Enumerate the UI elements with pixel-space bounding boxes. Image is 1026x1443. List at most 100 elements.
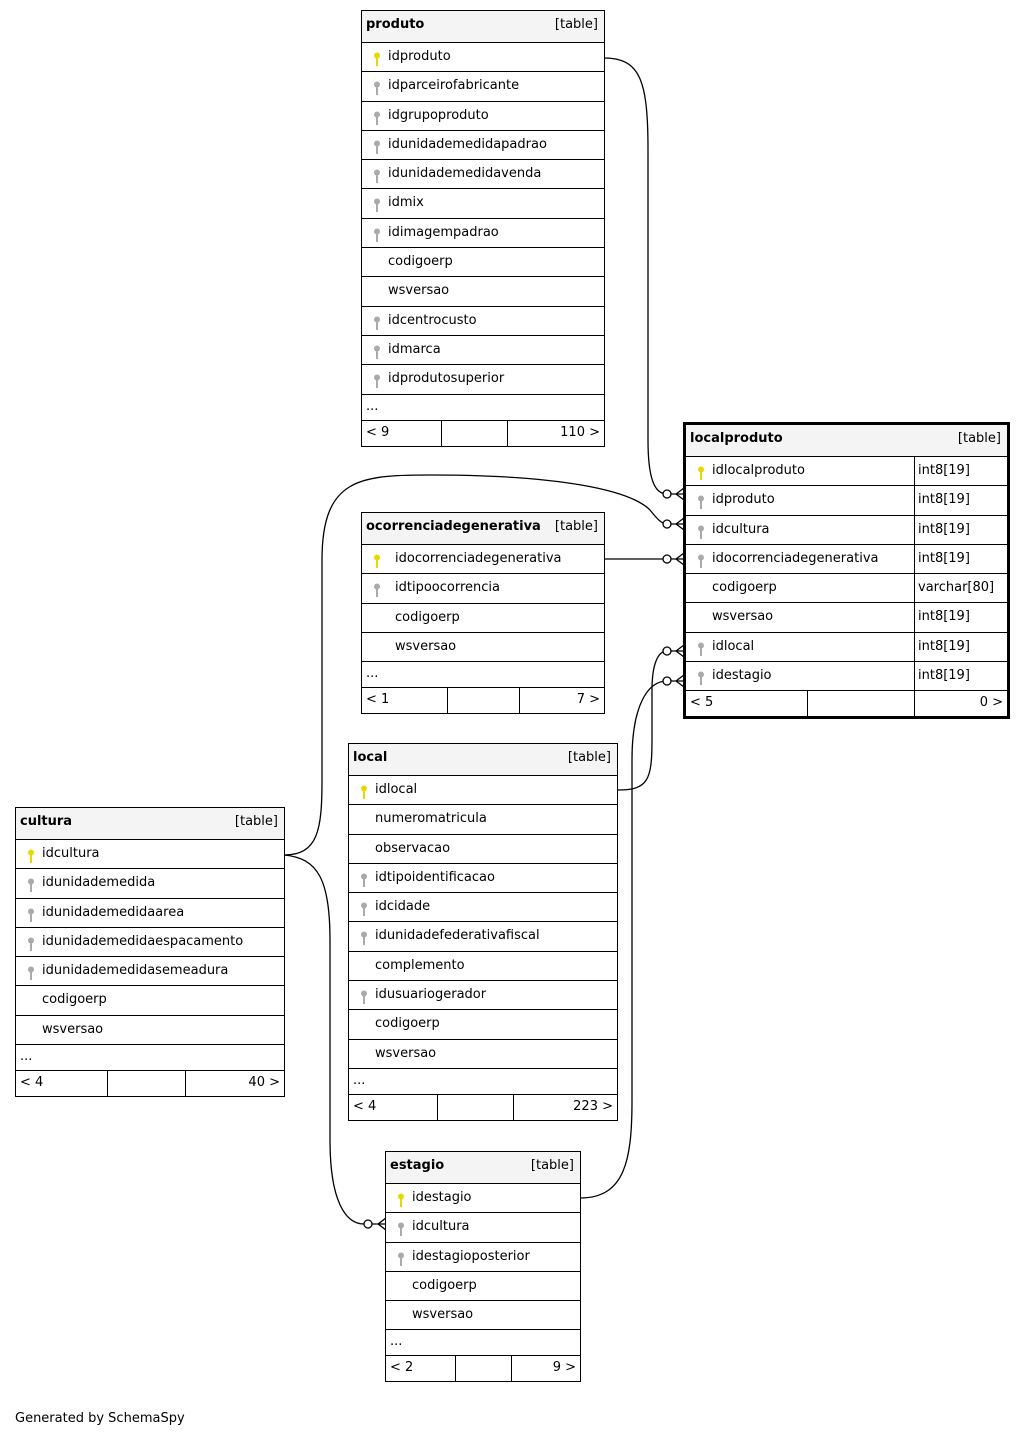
- column-row-idlocal[interactable]: idlocal int8[19]: [686, 632, 1007, 663]
- column-name: idprodutosuperior: [388, 371, 505, 387]
- table-name: produto: [366, 17, 425, 32]
- column-name: codigoerp: [375, 1016, 440, 1032]
- column-row-codigoerp[interactable]: codigoerp: [362, 604, 604, 633]
- column-row-numeromatricula[interactable]: numeromatricula: [349, 805, 617, 835]
- table-footer: < 4 40 >: [16, 1071, 284, 1097]
- child-count[interactable]: 40 >: [248, 1075, 280, 1091]
- edge-ocorrencia-localproduto: [605, 552, 685, 566]
- more-columns[interactable]: ...: [362, 395, 604, 421]
- column-row-wsversao[interactable]: wsversao: [386, 1301, 580, 1331]
- column-row-idocorrenciadegenerativa[interactable]: idocorrenciadegenerativa: [362, 545, 604, 575]
- column-name: idlocal: [712, 638, 755, 654]
- column-name: codigoerp: [395, 609, 460, 625]
- column-row-idmarca[interactable]: idmarca: [362, 336, 604, 366]
- foreign-key-icon: [373, 226, 381, 242]
- column-row-wsversao[interactable]: wsversao: [362, 277, 604, 307]
- row-count: [448, 688, 520, 714]
- column-row-idcidade[interactable]: idcidade: [349, 893, 617, 923]
- column-name: idusuariogerador: [375, 987, 487, 1003]
- child-count[interactable]: 110 >: [560, 424, 600, 440]
- column-row-idcultura[interactable]: idcultura: [386, 1213, 580, 1243]
- column-row-idunidademedidaespacamento[interactable]: idunidademedidaespacamento: [16, 928, 284, 958]
- child-count[interactable]: 7 >: [576, 692, 600, 708]
- column-row-idunidademedidavenda[interactable]: idunidademedidavenda: [362, 160, 604, 190]
- child-count[interactable]: 0 >: [979, 695, 1003, 711]
- column-row-idlocal[interactable]: idlocal: [349, 776, 617, 806]
- column-name: idcultura: [712, 521, 770, 537]
- column-row-idcultura[interactable]: idcultura: [16, 840, 284, 870]
- more-columns[interactable]: ...: [362, 662, 604, 689]
- edge-produto-localproduto: [603, 57, 685, 501]
- parent-count[interactable]: < 4: [16, 1071, 108, 1097]
- column-row-idunidademedidasemeadura[interactable]: idunidademedidasemeadura: [16, 957, 284, 987]
- parent-count[interactable]: < 4: [349, 1094, 438, 1120]
- child-count[interactable]: 9 >: [552, 1360, 576, 1376]
- table-name: estagio: [390, 1158, 445, 1173]
- column-row-codigoerp[interactable]: codigoerp: [362, 248, 604, 278]
- table-header: local [table]: [349, 744, 617, 776]
- column-row-complemento[interactable]: complemento: [349, 952, 617, 982]
- column-row-wsversao[interactable]: wsversao: [16, 1016, 284, 1046]
- column-row-codigoerp[interactable]: codigoerp: [386, 1272, 580, 1302]
- column-row-idunidademedida[interactable]: idunidademedida: [16, 869, 284, 899]
- column-row-idproduto[interactable]: idproduto: [362, 43, 604, 73]
- more-columns[interactable]: ...: [386, 1330, 580, 1357]
- column-row-wsversao[interactable]: wsversao: [349, 1040, 617, 1069]
- parent-count[interactable]: < 5: [686, 691, 808, 717]
- column-row-idunidademedidaarea[interactable]: idunidademedidaarea: [16, 899, 284, 928]
- column-row-idprodutosuperior[interactable]: idprodutosuperior: [362, 365, 604, 395]
- child-count[interactable]: 223 >: [573, 1098, 613, 1114]
- column-row-idcentrocusto[interactable]: idcentrocusto: [362, 307, 604, 336]
- table-name: local: [353, 750, 388, 765]
- column-type: int8[19]: [914, 632, 1001, 662]
- column-name: idestagio: [712, 668, 772, 684]
- more-columns[interactable]: ...: [16, 1045, 284, 1072]
- parent-count[interactable]: < 2: [386, 1356, 456, 1382]
- column-row-idmix[interactable]: idmix: [362, 189, 604, 219]
- column-row-observacao[interactable]: observacao: [349, 835, 617, 864]
- column-row-idusuariogerador[interactable]: idusuariogerador: [349, 981, 617, 1011]
- row-count: [808, 691, 915, 717]
- row-count: [442, 420, 508, 446]
- primary-key-icon: [373, 552, 381, 568]
- column-row-idunidadefederativafiscal[interactable]: idunidadefederativafiscal: [349, 922, 617, 952]
- generated-by-label: Generated by SchemaSpy: [15, 1411, 185, 1426]
- primary-key-icon: [697, 464, 705, 480]
- edge-cultura-localproduto: [283, 474, 685, 856]
- column-row-codigoerp[interactable]: codigoerp: [16, 986, 284, 1016]
- column-row-idestagioposterior[interactable]: idestagioposterior: [386, 1243, 580, 1272]
- table-ocorrenciadegenerativa[interactable]: ocorrenciadegenerativa[table]idocorrenci…: [361, 512, 605, 715]
- column-row-idunidademedidapadrao[interactable]: idunidademedidapadrao: [362, 131, 604, 161]
- parent-count[interactable]: < 9: [362, 420, 442, 446]
- column-row-codigoerp[interactable]: codigoerp: [349, 1010, 617, 1040]
- parent-count[interactable]: < 1: [362, 688, 448, 714]
- column-row-idparceirofabricante[interactable]: idparceirofabricante: [362, 72, 604, 102]
- column-row-idgrupoproduto[interactable]: idgrupoproduto: [362, 102, 604, 131]
- column-row-idtipoocorrencia[interactable]: idtipoocorrencia: [362, 574, 604, 604]
- table-name: cultura: [20, 814, 73, 829]
- column-row-idimagempadrao[interactable]: idimagempadrao: [362, 219, 604, 249]
- table-type-tag: [table]: [567, 750, 611, 765]
- table-header: estagio [table]: [386, 1152, 580, 1184]
- table-type-tag: [table]: [530, 1158, 574, 1173]
- more-columns[interactable]: ...: [349, 1069, 617, 1095]
- column-row-idtipoidentificacao[interactable]: idtipoidentificacao: [349, 864, 617, 894]
- column-name: wsversao: [375, 1045, 437, 1061]
- column-row-wsversao[interactable]: wsversao: [362, 633, 604, 663]
- column-name: idocorrenciadegenerativa: [395, 551, 562, 566]
- foreign-key-icon: [373, 372, 381, 389]
- column-row-idestagio[interactable]: idestagio: [386, 1184, 580, 1214]
